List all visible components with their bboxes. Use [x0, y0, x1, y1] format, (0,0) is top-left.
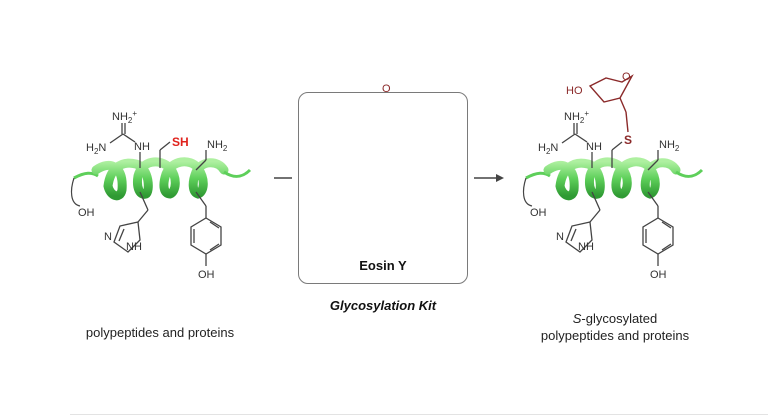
glycosylation-kit-box: [298, 92, 468, 284]
left-h2n: H2N: [86, 142, 106, 156]
right-ring-o: O: [622, 71, 631, 83]
left-caption: polypeptides and proteins: [80, 325, 240, 340]
right-ho: HO: [566, 85, 583, 97]
glycosylation-kit-label: Glycosylation Kit: [329, 298, 437, 313]
right-nh: NH: [586, 141, 602, 153]
right-caption-line2: polypeptides and proteins: [540, 328, 690, 343]
left-nh2: NH2: [207, 139, 228, 153]
right-oh-tyr: OH: [650, 269, 667, 281]
right-s: S: [624, 133, 632, 147]
left-oh-top: OH: [78, 207, 95, 219]
right-caption-italic: S: [572, 311, 582, 326]
left-helix: [70, 157, 252, 207]
right-h2n: H2N: [538, 142, 558, 156]
right-caption: S-glycosylated polypeptides and proteins: [530, 310, 700, 344]
right-peptide: HO O S NH2+ H2N NH NH2 OH N NH OH: [522, 71, 704, 281]
right-nh2-plus: NH2+: [564, 109, 589, 125]
right-n-his: N: [556, 231, 564, 243]
eosin-y-label: Eosin Y: [359, 258, 407, 273]
reaction-arrow: [474, 174, 504, 182]
right-oh-top: OH: [530, 207, 547, 219]
left-sh: SH: [172, 135, 189, 149]
bottom-divider: [70, 414, 768, 415]
left-n-his: N: [104, 231, 112, 243]
left-oh-tyr: OH: [198, 269, 215, 281]
left-nh-his: NH: [126, 241, 142, 253]
right-caption-line1: S-glycosylated: [530, 310, 700, 327]
kit-sulfonyl-o-top: O: [382, 83, 391, 95]
left-nh: NH: [134, 141, 150, 153]
right-nh-his: NH: [578, 241, 594, 253]
left-nh2-plus: NH2+: [112, 109, 137, 125]
left-caption-text: polypeptides and proteins: [85, 325, 235, 340]
right-helix: [522, 157, 704, 207]
left-peptide: NH2+ H2N NH SH NH2 OH N NH OH: [70, 109, 252, 281]
right-caption-rest: -glycosylated: [581, 311, 658, 326]
right-nh2: NH2: [659, 139, 680, 153]
